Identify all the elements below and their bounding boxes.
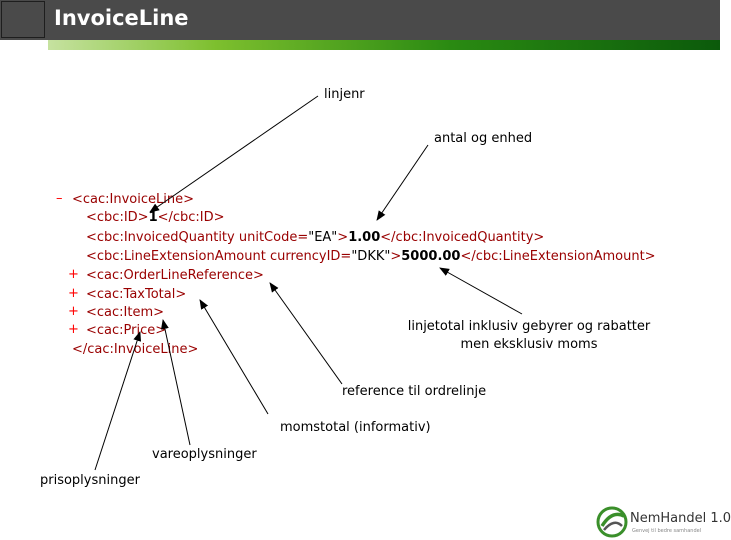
amt-currency: "DKK" bbox=[351, 249, 391, 264]
id-open-tag: <cbc:ID> bbox=[86, 210, 149, 225]
qty-value: 1.00 bbox=[348, 230, 381, 245]
taxtotal-tag: <cac:TaxTotal> bbox=[86, 287, 187, 302]
xml-close-tag: </cac:InvoiceLine> bbox=[72, 341, 198, 359]
close-tag-text: </cac:InvoiceLine> bbox=[72, 342, 199, 357]
xml-price[interactable]: <cac:Price> bbox=[86, 322, 166, 340]
label-linjetotal: linjetotal inklusiv gebyrer og rabatter … bbox=[388, 319, 670, 352]
label-reference: reference til ordrelinje bbox=[342, 384, 487, 399]
qty-close-tag: </cbc:InvoicedQuantity> bbox=[380, 230, 545, 245]
arrow-antal bbox=[376, 144, 429, 221]
arrow-linjenr bbox=[149, 95, 319, 213]
label-linjetotal-line2: men eksklusiv moms bbox=[460, 337, 598, 352]
xml-quantity-line: <cbc:InvoicedQuantity unitCode="EA">1.00… bbox=[86, 229, 544, 247]
logo-text: NemHandel 1.0 bbox=[630, 511, 731, 526]
slide-title: InvoiceLine bbox=[54, 6, 189, 30]
green-accent-bar bbox=[48, 40, 720, 50]
qty-open-tag: <cbc:InvoicedQuantity unitCode= bbox=[86, 230, 309, 245]
orderref-tag: <cac:OrderLineReference> bbox=[86, 268, 264, 283]
xml-tax-total[interactable]: <cac:TaxTotal> bbox=[86, 286, 186, 304]
xml-amount-line: <cbc:LineExtensionAmount currencyID="DKK… bbox=[86, 248, 656, 266]
nemhandel-globe-icon bbox=[596, 506, 628, 538]
amt-open-tag: <cbc:LineExtensionAmount currencyID= bbox=[86, 249, 352, 264]
arrow-linjetotal bbox=[439, 267, 523, 315]
label-linjenr: linjenr bbox=[324, 87, 365, 102]
label-antal-og-enhed: antal og enhed bbox=[434, 131, 533, 146]
item-tag: <cac:Item> bbox=[86, 305, 165, 320]
expand-marker-orderref[interactable]: + bbox=[68, 267, 79, 282]
arrow-reference bbox=[269, 282, 343, 385]
price-tag: <cac:Price> bbox=[86, 323, 167, 338]
title-square bbox=[1, 1, 45, 38]
collapse-marker: – bbox=[56, 191, 63, 206]
qty-gt: > bbox=[337, 230, 349, 245]
expand-marker-price[interactable]: + bbox=[68, 322, 79, 337]
expand-marker-item[interactable]: + bbox=[68, 304, 79, 319]
xml-item[interactable]: <cac:Item> bbox=[86, 304, 164, 322]
arrow-vareoplysninger bbox=[160, 319, 191, 446]
arrow-prisoplysninger bbox=[94, 331, 142, 471]
label-momstotal: momstotal (informativ) bbox=[280, 420, 431, 435]
amt-close-tag: </cbc:LineExtensionAmount> bbox=[460, 249, 656, 264]
xml-id-line: <cbc:ID>1</cbc:ID> bbox=[86, 209, 225, 227]
logo-subtext: Genvej til bedre samhandel bbox=[632, 528, 702, 534]
label-linjetotal-line1: linjetotal inklusiv gebyrer og rabatter bbox=[407, 319, 651, 334]
label-vareoplysninger: vareoplysninger bbox=[152, 447, 257, 462]
amt-value: 5000.00 bbox=[401, 249, 461, 264]
qty-unit-code: "EA" bbox=[308, 230, 338, 245]
arrow-momstotal bbox=[199, 299, 269, 415]
title-bar: InvoiceLine bbox=[0, 0, 720, 40]
id-value: 1 bbox=[148, 210, 158, 225]
expand-marker-taxtotal[interactable]: + bbox=[68, 286, 79, 301]
amt-gt: > bbox=[390, 249, 402, 264]
xml-orderline-reference[interactable]: <cac:OrderLineReference> bbox=[86, 267, 264, 285]
id-close-tag: </cbc:ID> bbox=[157, 210, 225, 225]
label-prisoplysninger: prisoplysninger bbox=[40, 473, 140, 488]
nemhandel-logo: NemHandel 1.0 Genvej til bedre samhandel bbox=[596, 506, 731, 538]
